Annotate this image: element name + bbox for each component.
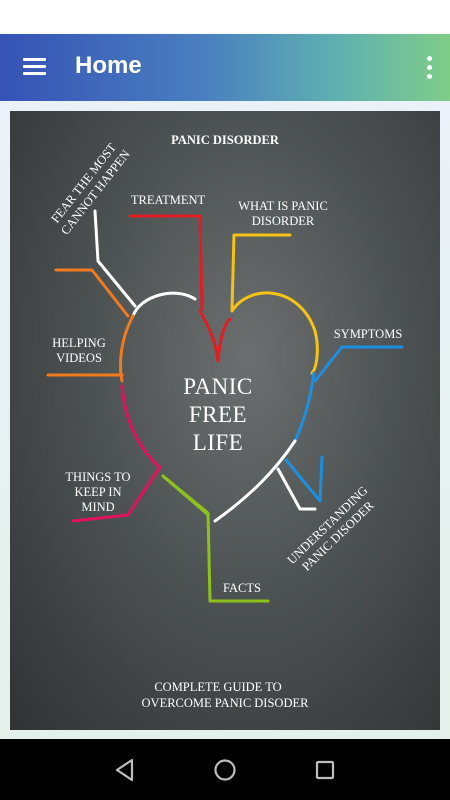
branch-symptoms (313, 345, 404, 383)
heart-lower-right (213, 439, 297, 523)
label-facts: FACTS (223, 581, 261, 595)
mind-map-lines (46, 209, 404, 603)
branch-treatment (128, 214, 204, 311)
cover-footer: COMPLETE GUIDE TO OVERCOME PANIC DISODER (10, 679, 440, 711)
label-things-line2: KEEP IN (74, 485, 122, 499)
home-circle-icon[interactable] (210, 755, 240, 785)
footer-line2: OVERCOME PANIC DISODER (141, 696, 309, 710)
label-helping: HELPING VIDEOS (44, 336, 114, 366)
branch-facts (161, 474, 270, 603)
center-text: PANIC FREE LIFE (168, 373, 268, 457)
heart-left-magenta (120, 384, 160, 468)
label-helping-line1: HELPING (52, 336, 106, 350)
navigation-bar (0, 739, 450, 800)
cover-image[interactable]: PANIC DISORDER FEAR THE MOST CANNOT HAPP… (10, 111, 440, 730)
app-bar: Home (0, 34, 450, 101)
page-title: Home (75, 52, 142, 79)
heart-left-orange (119, 314, 135, 383)
label-what-is-line1: WHAT IS PANIC (238, 199, 328, 213)
branch-understanding-white (276, 467, 317, 511)
recents-square-icon[interactable] (310, 755, 340, 785)
hamburger-menu-icon[interactable] (18, 52, 52, 82)
branch-what-is (230, 233, 292, 311)
branch-helping-top (54, 268, 130, 318)
center-line2: FREE (188, 402, 248, 427)
more-vert-icon[interactable] (422, 50, 436, 84)
center-line3: LIFE (192, 430, 244, 455)
branch-things (71, 465, 162, 523)
label-things: THINGS TO KEEP IN MIND (58, 470, 138, 515)
cover-title: PANIC DISORDER (171, 133, 279, 147)
branch-understanding-arrow (284, 455, 324, 503)
label-things-line3: MIND (81, 500, 115, 514)
footer-line1: COMPLETE GUIDE TO (154, 680, 282, 694)
heart-right-side (293, 371, 316, 443)
heart-right-top (230, 291, 319, 375)
heart-left-top (131, 291, 197, 318)
label-what-is-line2: DISORDER (251, 214, 315, 228)
label-symptoms: SYMPTOMS (333, 327, 403, 341)
label-what-is: WHAT IS PANIC DISORDER (228, 199, 338, 229)
heart-red-dip (198, 309, 232, 363)
back-triangle-icon[interactable] (110, 755, 140, 785)
branch-fear (93, 209, 137, 308)
label-treatment: TREATMENT (130, 193, 206, 207)
status-bar (0, 0, 450, 34)
label-helping-line2: VIDEOS (56, 351, 102, 365)
center-line1: PANIC (183, 374, 253, 399)
label-things-line1: THINGS TO (65, 470, 131, 484)
